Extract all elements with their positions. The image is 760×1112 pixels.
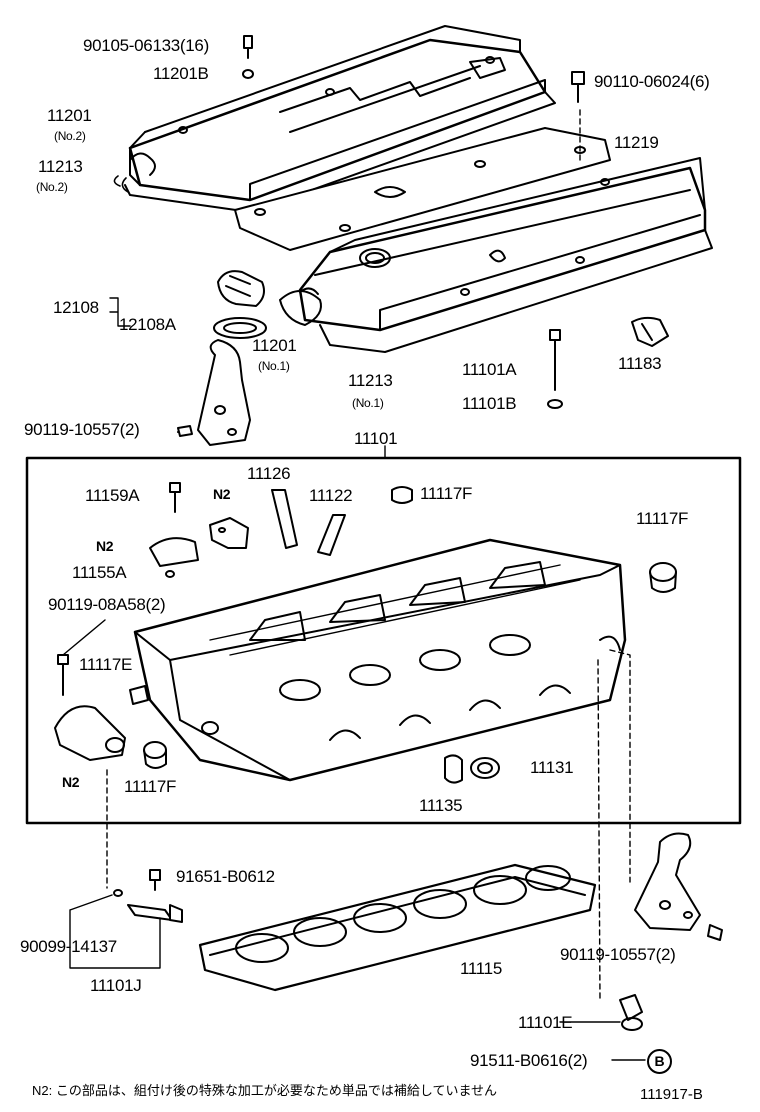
diagram-code: 111917-B <box>640 1086 703 1103</box>
label-11213-no1: 11213 <box>348 371 393 390</box>
label-11131: 11131 <box>530 758 574 777</box>
label-11101b: 11101B <box>462 394 517 413</box>
label-11201b: 11201B <box>153 64 209 83</box>
label-11117f-2: 11117F <box>636 509 689 528</box>
label-no2-b: (No.2) <box>36 180 68 194</box>
label-11117e: 11117E <box>79 655 133 674</box>
label-11101e: 11101E <box>518 1013 573 1032</box>
label-no1-b: (No.1) <box>352 396 384 410</box>
plug-11117f-left <box>143 741 167 769</box>
guide-11122 <box>317 514 346 556</box>
bolt-11159a <box>169 482 181 513</box>
label-n2-a: N2 <box>213 486 231 502</box>
label-11122: 11122 <box>309 486 353 505</box>
label-11117f-1: 11117F <box>420 484 473 503</box>
bolt-90110 <box>571 71 585 103</box>
label-11135: 11135 <box>419 796 463 815</box>
label-90110: 90110-06024(6) <box>594 72 710 91</box>
seal-washer-11201b <box>242 69 254 79</box>
guide-11126 <box>271 489 298 549</box>
cam-bearing-cap-n2 <box>209 517 249 549</box>
stud-11101e <box>559 994 643 1031</box>
oil-filler-cap <box>213 270 267 339</box>
bolt-91651 <box>149 869 161 891</box>
head-gasket <box>198 863 597 992</box>
label-90119-top: 90119-10557(2) <box>24 420 140 439</box>
label-11117f-3: 11117F <box>124 777 177 796</box>
label-11115: 11115 <box>460 959 502 978</box>
seal-11131 <box>470 757 500 779</box>
label-90105: 90105-06133(16) <box>83 36 209 55</box>
plug-11117f-right <box>649 562 677 593</box>
label-11155a: 11155A <box>72 563 127 582</box>
plug-11117f-top <box>391 486 413 504</box>
label-11183: 11183 <box>618 354 662 373</box>
label-no1-a: (No.1) <box>258 359 290 373</box>
cylinder-head <box>133 538 627 782</box>
label-n2-b: N2 <box>96 538 114 554</box>
label-11101j: 11101J <box>90 976 142 995</box>
cam-bearing-cap-11155a <box>149 537 199 578</box>
label-n2-c: N2 <box>62 774 80 790</box>
label-11213-no2: 11213 <box>38 157 83 176</box>
cover-11183 <box>631 316 669 347</box>
engine-hanger-top <box>177 339 251 446</box>
label-91651: 91651-B0612 <box>176 867 275 886</box>
cylinder-head-frame <box>25 456 742 825</box>
label-90119-08a58: 90119-08A58(2) <box>48 595 166 614</box>
label-11126: 11126 <box>247 464 291 483</box>
sensor-11101j <box>127 904 183 923</box>
center-plate <box>234 127 611 251</box>
bolt-90105 <box>243 35 253 59</box>
plug-11117e <box>129 685 149 705</box>
label-no2-a: (No.2) <box>54 129 86 143</box>
reference-circle-b: B <box>647 1049 672 1074</box>
label-11101: 11101 <box>354 429 398 448</box>
washer-90099 <box>113 889 123 897</box>
camshaft-housing-n2 <box>54 705 126 761</box>
label-90099: 90099-14137 <box>20 937 117 956</box>
label-12108a: 12108A <box>119 315 176 334</box>
bolt-90119-08a58 <box>57 619 106 696</box>
footer-note: N2: この部品は、組付け後の特殊な加工が必要なため単品では補給していません <box>32 1083 498 1098</box>
label-11159a: 11159A <box>85 486 140 505</box>
cover-gasket-no1 <box>319 229 713 353</box>
label-11201-no1: 11201 <box>252 336 297 355</box>
label-90119-bottom: 90119-10557(2) <box>560 945 676 964</box>
cylinder-head-cover-no1 <box>279 157 707 332</box>
label-12108: 12108 <box>53 298 99 317</box>
cylinder-head-cover-no2 <box>128 25 547 202</box>
label-11101a: 11101A <box>462 360 517 379</box>
label-91511: 91511-B0616(2) <box>470 1051 588 1070</box>
stud-11101a <box>547 329 563 409</box>
label-11219: 11219 <box>614 133 659 152</box>
label-11201-no2: 11201 <box>47 106 92 125</box>
pin-11135 <box>444 754 463 784</box>
engine-hanger-bottom <box>634 832 723 941</box>
